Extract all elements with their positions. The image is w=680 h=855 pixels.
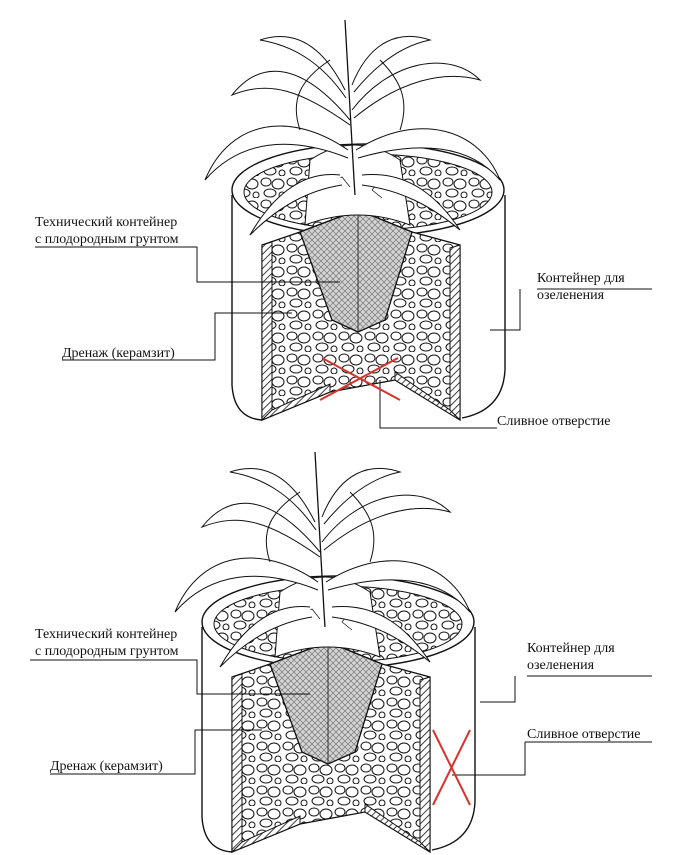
- label-line: озеленения: [537, 288, 605, 303]
- label-technical-container-bottom: Технический контейнер с плодородным грун…: [35, 626, 178, 660]
- label-line: Контейнер для: [527, 641, 615, 656]
- label-line: с плодородным грунтом: [35, 644, 179, 659]
- label-drain-hole-bottom: Сливное отверстие: [527, 727, 641, 742]
- planter-cutaway-top: [205, 20, 505, 420]
- diagram-top: [35, 20, 652, 429]
- planter-cutaway-bottom: [175, 452, 475, 852]
- label-line: с плодородным грунтом: [35, 232, 179, 247]
- label-line: озеленения: [527, 658, 595, 673]
- label-line: Технический контейнер: [35, 627, 178, 642]
- drain-hole-cross-bottom: [432, 729, 471, 806]
- label-technical-container-top: Технический контейнер с плодородным грун…: [35, 214, 178, 248]
- label-planter-bottom: Контейнер для озеленения: [527, 640, 615, 674]
- diagram-bottom: [30, 452, 652, 852]
- leader-lines-top: [35, 246, 652, 429]
- label-drain-hole-top: Сливное отверстие: [497, 414, 611, 429]
- label-planter-top: Контейнер для озеленения: [537, 270, 625, 304]
- label-line: Технический контейнер: [35, 215, 178, 230]
- label-drainage-top: Дренаж (керамзит): [62, 346, 175, 361]
- label-drainage-bottom: Дренаж (керамзит): [50, 759, 163, 774]
- leader-lines-bottom: [30, 659, 652, 776]
- drain-hole-cross-top: [319, 357, 401, 401]
- label-line: Контейнер для: [537, 271, 625, 286]
